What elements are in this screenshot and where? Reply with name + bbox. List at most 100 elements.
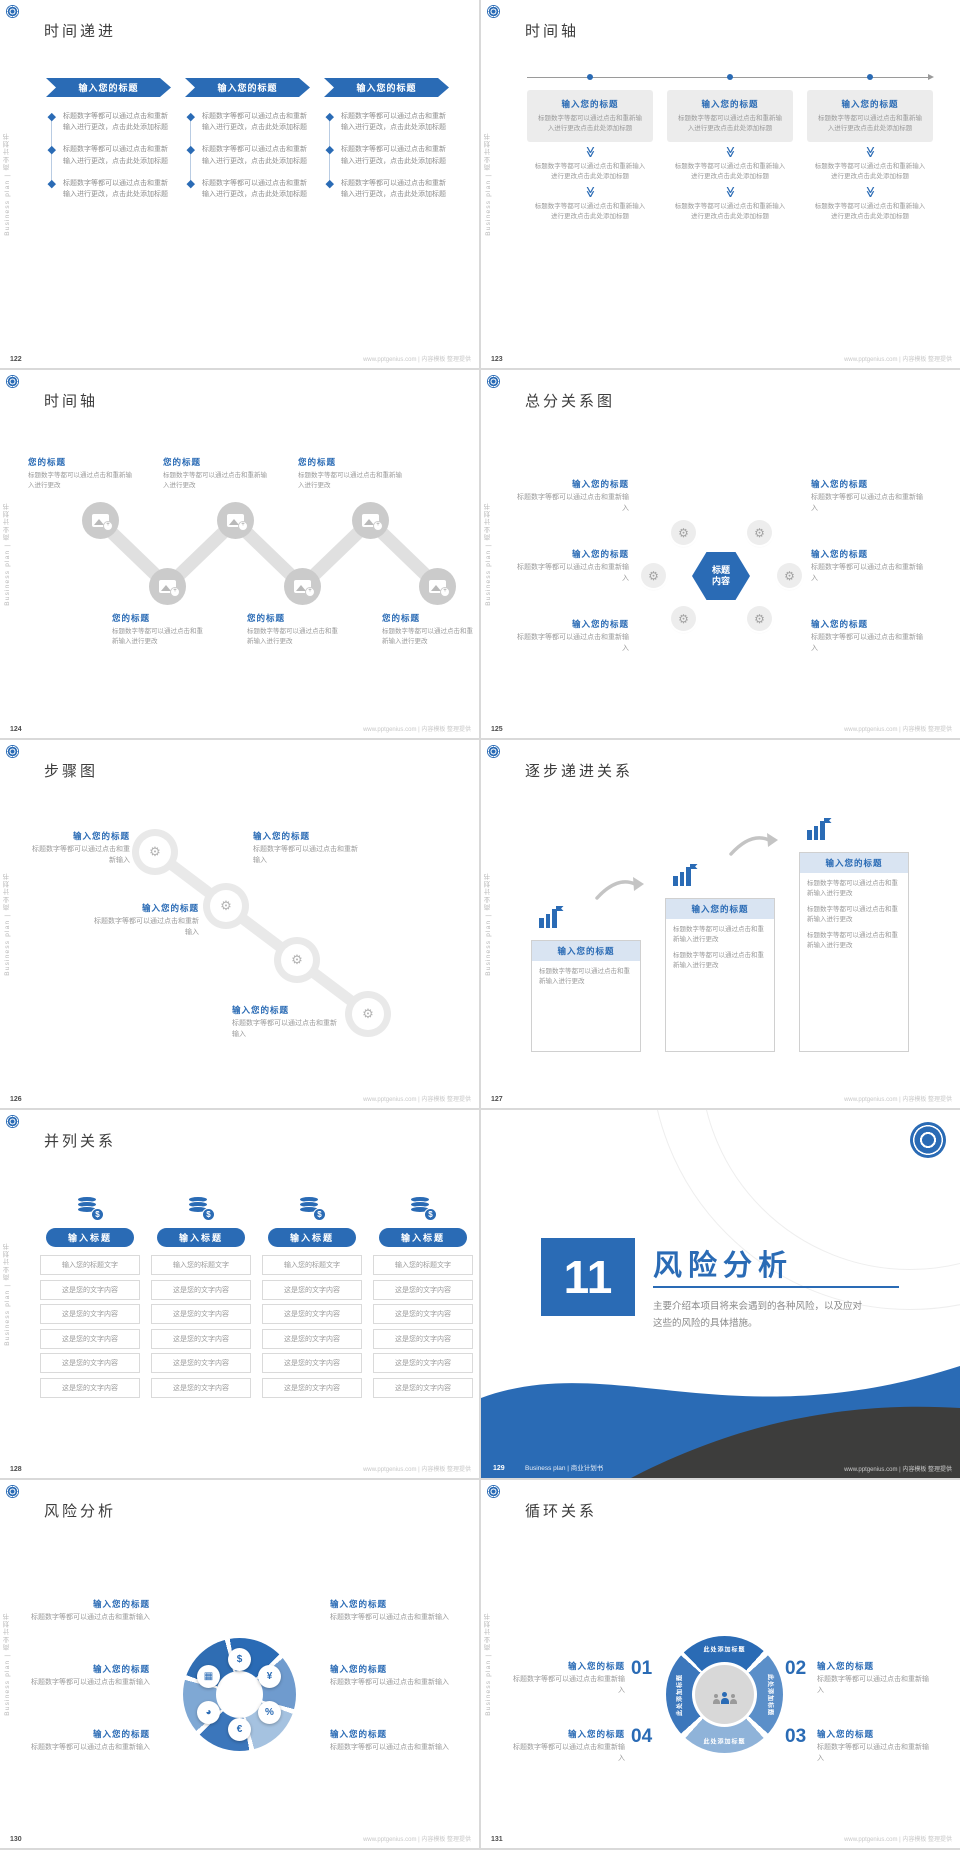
block-title: 输入您的标题	[232, 1005, 290, 1015]
bullet-item: 标题数字等都可以通过点击和重新输入进行更改，点击此处添加标题	[190, 178, 310, 200]
step-box-text: 标题数字等都可以通过点击和重新输入进行更改	[807, 906, 898, 924]
block-text: 标题数字等都可以通过点击和重新输入	[253, 846, 358, 864]
calculator-icon	[197, 1665, 220, 1688]
brand-logo-icon	[6, 745, 19, 758]
step-number: 01	[631, 1658, 653, 1679]
title-pill-button: 输入标题	[379, 1228, 467, 1247]
parallel-column: 输入标题 输入您的标题文字 这是您的文字内容 这是您的文字内容 这是您的文字内容…	[262, 1196, 362, 1402]
slide-thumbnail-130[interactable]: Business plan | 商业计划书 风险分析 输入您的标题 标题数字等都…	[0, 1480, 479, 1848]
step-text: 标题数字等都可以通过点击和重新输入进行更改点击此处添加标题	[814, 203, 926, 221]
dollar-coin-icon	[424, 1208, 437, 1221]
section-number-box: 11	[541, 1238, 635, 1316]
page-number: 129	[493, 1465, 505, 1472]
segment-label: 此处添加标题	[703, 1647, 746, 1653]
table-header-cell: 输入您的标题文字	[373, 1255, 473, 1275]
caption-title: 您的标题	[163, 457, 202, 467]
sidebar-vertical-text: Business plan | 商业计划书	[485, 872, 492, 976]
slide-thumbnail-123[interactable]: Business plan | 商业计划书 时间轴 输入您的标题 标题数字等都可…	[481, 0, 960, 368]
bullet-item: 标题数字等都可以通过点击和重新输入进行更改，点击此处添加标题	[51, 111, 171, 133]
gear-step-circle	[274, 937, 320, 983]
bullet-item: 标题数字等都可以通过点击和重新输入进行更改，点击此处添加标题	[51, 144, 171, 166]
caption-title: 您的标题	[112, 613, 151, 623]
step-text: 标题数字等都可以通过点击和重新输入进行更改点击此处添加标题	[814, 163, 926, 181]
brand-logo-icon	[487, 745, 500, 758]
coins-icon	[188, 1196, 215, 1221]
node-caption: 您的标题 标题数字等都可以通过点击和重新输入进行更改	[298, 456, 408, 491]
gear-icon	[671, 606, 696, 631]
page-number: 125	[491, 726, 503, 733]
block-text: 标题数字等都可以通过点击和重新输入	[817, 1744, 929, 1762]
table-cell: 这是您的文字内容	[40, 1353, 140, 1373]
hexagon-label: 标题内容	[711, 564, 730, 586]
bar-chart-icon	[807, 820, 825, 840]
caption-text: 标题数字等都可以通过点击和重新输入进行更改	[163, 472, 267, 489]
progression-column: 输入您的标题 标题数字等都可以通过点击和重新输入进行更改，点击此处添加标题 标题…	[185, 78, 310, 211]
timeline-node	[284, 568, 321, 605]
slide-title: 逐步递进关系	[525, 763, 634, 780]
caption-title: 您的标题	[247, 613, 286, 623]
caption-text: 标题数字等都可以通过点击和重新输入进行更改	[247, 628, 338, 645]
step-number: 03	[785, 1726, 807, 1747]
block-title: 输入您的标题	[811, 619, 869, 629]
table-cell: 这是您的文字内容	[373, 1377, 473, 1398]
page-number: 122	[10, 356, 22, 363]
slide-thumbnail-129[interactable]: 11 风险分析 主要介绍本项目将来会遇到的各种风险，以及应对这些的风险的具体措施…	[481, 1110, 960, 1478]
step-box-title: 输入您的标题	[666, 899, 774, 919]
image-placeholder-icon	[92, 514, 113, 531]
text-block: 输入您的标题 标题数字等都可以通过点击和重新输入	[509, 1660, 625, 1696]
block-title: 输入您的标题	[817, 1661, 875, 1671]
double-chevron-down-icon	[584, 145, 596, 159]
bullet-list: 标题数字等都可以通过点击和重新输入进行更改，点击此处添加标题 标题数字等都可以通…	[190, 111, 310, 200]
sidebar-vertical-text: Business plan | 商业计划书	[4, 1242, 11, 1346]
parallel-column: 输入标题 输入您的标题文字 这是您的文字内容 这是您的文字内容 这是您的文字内容…	[40, 1196, 140, 1402]
slide-thumbnail-125[interactable]: Business plan | 商业计划书 总分关系图 输入您的标题 标题数字等…	[481, 370, 960, 738]
brand-logo-icon	[910, 1122, 946, 1158]
people-center-icon	[695, 1665, 754, 1724]
table-cell: 这是您的文字内容	[262, 1353, 362, 1373]
bullet-item: 标题数字等都可以通过点击和重新输入进行更改，点击此处添加标题	[190, 144, 310, 166]
slide-thumbnail-122[interactable]: Business plan | 商业计划书 时间递进 输入您的标题 标题数字等都…	[0, 0, 479, 368]
slide-thumbnail-127[interactable]: Business plan | 商业计划书 逐步递进关系 输入您的标题 标题数字…	[481, 740, 960, 1108]
title-pill-button: 输入标题	[157, 1228, 245, 1247]
block-title: 输入您的标题	[571, 619, 629, 629]
table-cell: 这是您的文字内容	[40, 1304, 140, 1324]
progression-columns: 输入您的标题 标题数字等都可以通过点击和重新输入进行更改，点击此处添加标题 标题…	[46, 78, 449, 211]
euro-icon	[228, 1718, 251, 1741]
step-text: 标题数字等都可以通过点击和重新输入进行更改点击此处添加标题	[674, 203, 786, 221]
timeline-column: 输入您的标题 标题数字等都可以通过点击和重新输入进行更改点击此处添加标题 标题数…	[667, 90, 793, 222]
block-title: 输入您的标题	[330, 1599, 388, 1609]
timeline-column: 输入您的标题 标题数字等都可以通过点击和重新输入进行更改点击此处添加标题 标题数…	[527, 90, 653, 222]
timeline-dot-icon	[867, 74, 873, 80]
coins-icon	[258, 1665, 281, 1688]
step-text: 标题数字等都可以通过点击和重新输入进行更改点击此处添加标题	[534, 163, 646, 181]
block-text: 标题数字等都可以通过点击和重新输入	[517, 494, 629, 512]
slide-thumbnail-131[interactable]: Business plan | 商业计划书 循环关系 此处添加标题 此处添加标题…	[481, 1480, 960, 1848]
block-text: 标题数字等都可以通过点击和重新输入	[94, 918, 199, 936]
sidebar-vertical-text: Business plan | 商业计划书	[4, 872, 11, 976]
bottom-wave-graphic	[481, 1366, 960, 1478]
percent-icon	[258, 1701, 281, 1724]
slide-title: 总分关系图	[525, 393, 616, 410]
step-number: 02	[785, 1658, 807, 1679]
block-title: 输入您的标题	[253, 831, 311, 841]
text-block: 输入您的标题 标题数字等都可以通过点击和重新输入	[26, 1663, 150, 1689]
table-cell: 这是您的文字内容	[373, 1353, 473, 1373]
slide-title: 循环关系	[525, 1503, 598, 1520]
slide-thumbnail-124[interactable]: Business plan | 商业计划书 时间轴 您的标题 标题数字等都可以通…	[0, 370, 479, 738]
gear-icon	[747, 606, 772, 631]
person-icon	[720, 1692, 729, 1704]
title-box: 输入您的标题 标题数字等都可以通过点击和重新输入进行更改点击此处添加标题	[527, 90, 653, 143]
block-title: 输入您的标题	[92, 1599, 150, 1609]
watermark-text: www.pptgenius.com | 内容模板 整理提供	[363, 727, 471, 733]
segment-label: 此处添加标题	[677, 1673, 683, 1716]
block-title: 输入您的标题	[811, 549, 869, 559]
block-text: 标题数字等都可以通过点击和重新输入	[31, 1614, 150, 1621]
text-block: 输入您的标题 标题数字等都可以通过点击和重新输入	[330, 1598, 454, 1624]
caption-text: 标题数字等都可以通过点击和重新输入进行更改	[382, 628, 473, 645]
slide-thumbnail-128[interactable]: Business plan | 商业计划书 并列关系 输入标题 输入您的标题文字…	[0, 1110, 479, 1478]
block-text: 标题数字等都可以通过点击和重新输入	[811, 564, 923, 582]
table-cell: 这是您的文字内容	[40, 1328, 140, 1349]
block-text: 标题数字等都可以通过点击和重新输入	[811, 634, 923, 652]
step-number: 04	[631, 1726, 653, 1747]
slide-thumbnail-126[interactable]: Business plan | 商业计划书 步骤图 输入您的标题 标题数字等都可…	[0, 740, 479, 1108]
